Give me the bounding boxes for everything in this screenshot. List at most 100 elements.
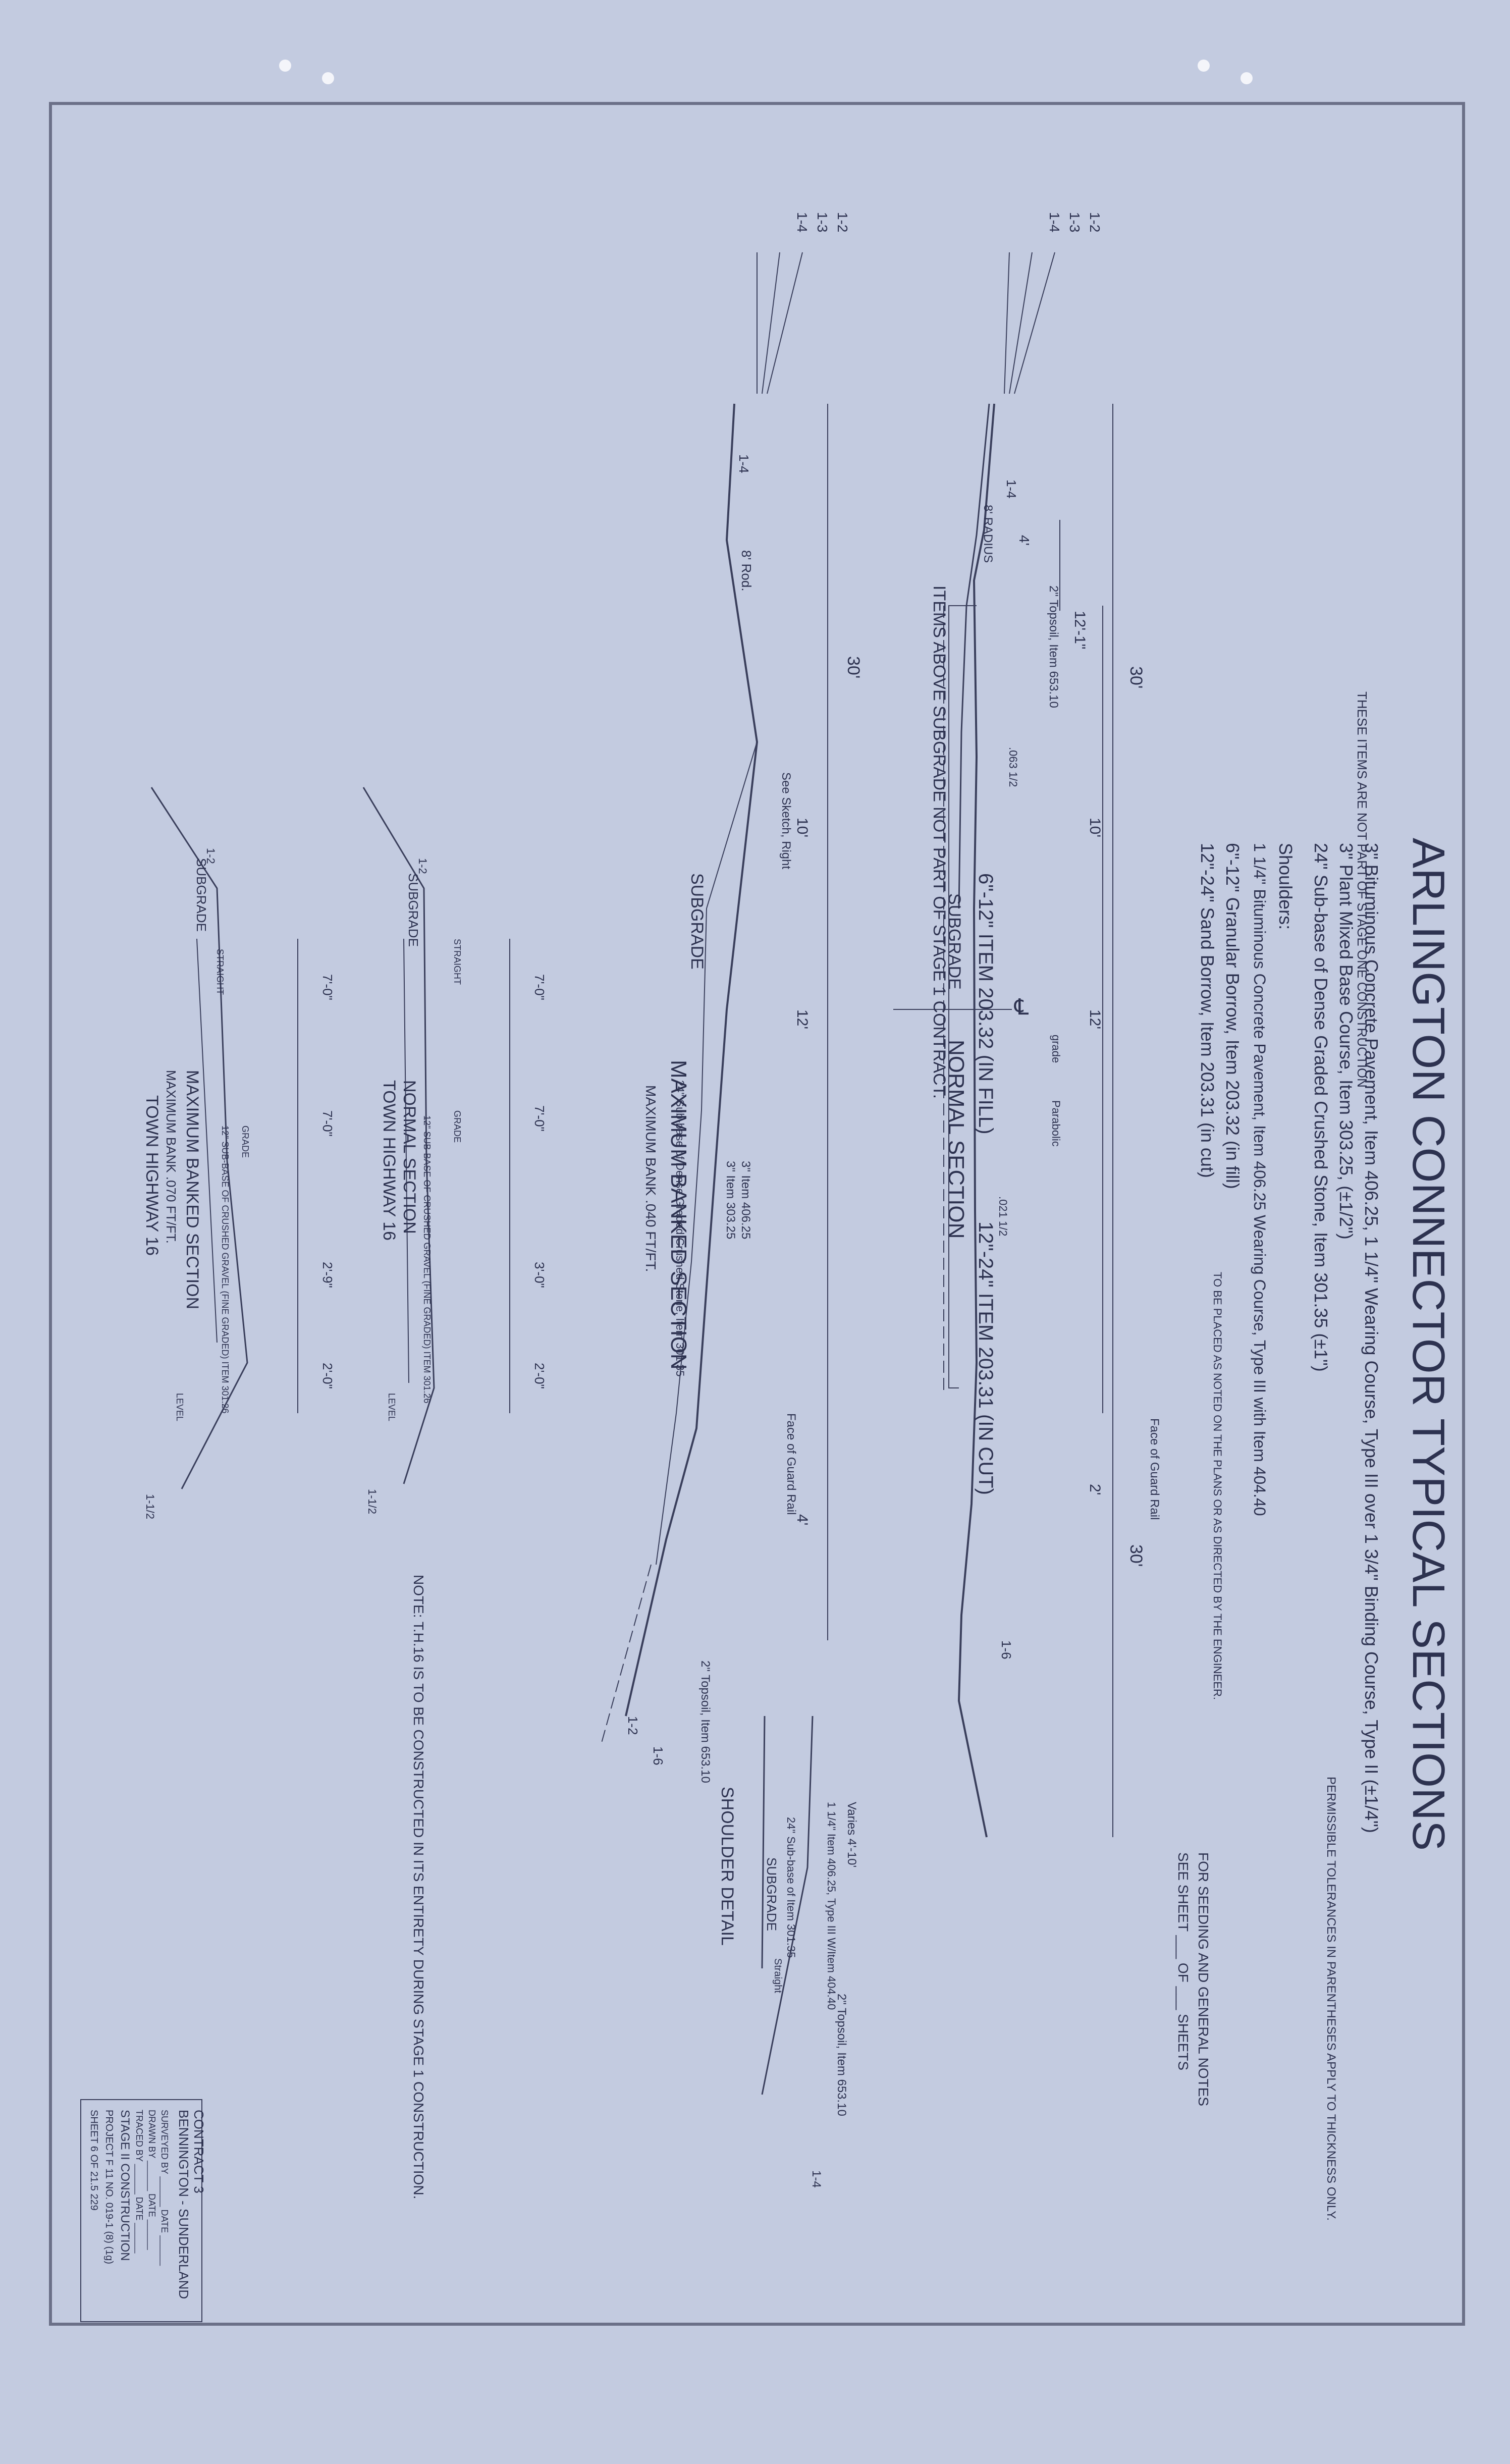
normal-slope-16: 1-6 (999, 1640, 1014, 1659)
normal-crown: .021 1/2 (997, 1196, 1009, 1237)
th-banked-surface (150, 787, 248, 1489)
title-block-project-name: BENNINGTON - SUNDERLAND (176, 2110, 191, 2299)
th-banked-dim-7b: 7'-0" (320, 1110, 335, 1137)
banked-section-drawing: MAXIMUM BANKED SECTION MAXIMUM BANK .040… (600, 403, 863, 1783)
shoulder-detail-item: 1 1/4" Item 406.25, Type III W/Item 404.… (825, 1802, 838, 2010)
item-line-3: 24" Sub-base of Dense Graded Crushed Sto… (1311, 843, 1331, 1372)
th-normal-dim-7b: 7'-0" (532, 1105, 547, 1132)
th-normal-drawing: NORMAL SECTION TOWN HIGHWAY 16 SUBGRADE … (362, 787, 547, 1514)
th-banked-subtitle2: TOWN HIGHWAY 16 (142, 1095, 161, 1256)
legend-bottom-line (767, 252, 803, 394)
banked-surface-line (625, 403, 759, 1717)
normal-shoulder-slope: .063 1/2 (1007, 747, 1019, 787)
seeding-note-line1: FOR SEEDING AND GENERAL NOTES (1196, 1852, 1211, 2106)
normal-radius: 8' RADIUS (981, 505, 995, 563)
legend-bottom-1: 1-2 (835, 212, 850, 232)
banked-item1: 3" Item 406.25 (739, 1161, 752, 1239)
normal-dim-12-1: 12'-1" (1071, 611, 1088, 649)
title-block-drawn: DRAWN BY ______ DATE ______ (146, 2110, 157, 2251)
not-part-note: THESE ITEMS ARE NOT PART OF STAGE ONE CO… (1355, 691, 1370, 1088)
title-block-notes: ARLINGTON CONNECTOR TYPICAL SECTIONS 3" … (1197, 691, 1453, 2221)
title-block-traced: TRACED BY ______ DATE ______ (134, 2110, 144, 2254)
sheet-title: ARLINGTON CONNECTOR TYPICAL SECTIONS (1403, 838, 1453, 1851)
legend-top-line (1009, 252, 1033, 394)
shoulder-detail-subgrade-label: SUBGRADE (764, 1857, 779, 1931)
normal-section-title: NORMAL SECTION (944, 1040, 968, 1239)
th-banked-level: LEVEL (175, 1393, 185, 1421)
th-banked-drawing: MAXIMUM BANKED SECTION MAXIMUM BANK .070… (142, 787, 335, 1519)
title-block-box (80, 2099, 202, 2322)
th-normal-slope-12: 1-2 (416, 858, 429, 874)
sheet-border (49, 102, 1465, 2326)
th-normal-straight: STRAIGHT (452, 939, 462, 985)
normal-dim-2: 2' (1087, 1484, 1103, 1495)
th-banked-subbase-label: 12" SUB-BASE OF CRUSHED GRAVEL (FINE GRA… (220, 1126, 230, 1414)
legend-bottom-line (762, 252, 780, 394)
shoulder-detail-drawing: SHOULDER DETAIL Varies 4'-10' 1 1/4" Ite… (718, 1716, 858, 2188)
punch-hole (322, 72, 334, 84)
normal-topsoil: 2" Topsoil, Item 653.10 (1047, 585, 1060, 708)
banked-topsoil: 2" Topsoil, Item 653.10 (698, 1660, 712, 1783)
shoulder-detail-title: SHOULDER DETAIL (718, 1787, 737, 1946)
banked-section-subtitle: MAXIMUM BANK .040 FT/FT. (643, 1085, 659, 1272)
seeding-note-line2: SEE SHEET ___ OF ___ SHEETS (1175, 1852, 1191, 2070)
slope-legend-top: 1-2 1-3 1-4 (1004, 212, 1103, 394)
banked-guard-rail: Face of Guard Rail (784, 1413, 798, 1515)
banked-dim-12: 12' (794, 1009, 811, 1029)
th-normal-subbase-label: 12" SUB-BASE OF CRUSHED GRAVEL (FINE GRA… (422, 1115, 432, 1404)
normal-cl-symbol: ℄ (1014, 995, 1029, 1020)
shoulders-label: Shoulders: (1275, 843, 1296, 930)
title-block-contract: CONTRACT 3 (191, 2110, 206, 2193)
title-block-project: PROJECT F 11 NO. 019-1 (8) (1g) (103, 2110, 115, 2264)
item-line-1: 3" Bituminous Concrete Pavement, Item 40… (1361, 843, 1382, 1833)
normal-grade: grade (1050, 1035, 1062, 1063)
normal-guard-rail: Face of Guard Rail (1148, 1418, 1161, 1520)
tolerance-note: PERMISSIBLE TOLERANCES IN PARENTHESES AP… (1324, 1777, 1338, 2221)
normal-dim-30-left: 30' (1126, 666, 1146, 688)
banked-subgrade-label: SUBGRADE (687, 873, 707, 970)
normal-dim-12: 12' (1087, 1009, 1103, 1029)
th-banked-subbase (196, 938, 218, 1343)
th-banked-subtitle: MAXIMUM BANK .070 FT/FT. (164, 1070, 179, 1244)
normal-fill-item: 6"-12" ITEM 203.32 (IN FILL) (975, 873, 997, 1134)
th-normal-dim-7a: 7'-0" (532, 974, 547, 1000)
punch-hole (1198, 60, 1210, 72)
th-normal-subgrade: SUBGRADE (406, 873, 421, 947)
item-line-2: 3" Plant Mixed Base Course, Item 303.25,… (1336, 843, 1357, 1240)
th-banked-slope-12: 1-2 (204, 848, 217, 864)
banked-slope-14: 1-4 (736, 454, 751, 473)
normal-dim-4: 4' (1016, 535, 1032, 546)
th-normal-grade: GRADE (452, 1110, 462, 1143)
banked-item2: 3" Item 303.25 (724, 1161, 737, 1239)
legend-top-2: 1-3 (1067, 212, 1083, 232)
banked-subbase-line (656, 741, 758, 1565)
shoulder-line-3: 12"-24" Sand Borrow, Item 203.31 (in cut… (1197, 843, 1218, 1178)
th-banked-title: MAXIMUM BANKED SECTION (183, 1070, 202, 1309)
shoulder-detail-varies: Varies 4'-10' (845, 1802, 858, 1867)
legend-bottom-3: 1-4 (794, 212, 810, 232)
banked-dim-4: 4' (794, 1514, 811, 1525)
legend-bottom-2: 1-3 (815, 212, 830, 232)
title-block-sheet: SHEET 6 OF 21.5 229 (88, 2110, 99, 2211)
th-banked-straight: STRAIGHT (215, 949, 225, 995)
legend-top-line (1014, 252, 1055, 394)
normal-dim-30-right: 30' (1126, 1544, 1146, 1567)
shoulder-detail-straight: Straight (772, 1958, 783, 1993)
normal-parabolic: Parabolic (1050, 1100, 1062, 1147)
shoulder-detail-slope: 1-4 (810, 2170, 823, 2188)
th-normal-title: NORMAL SECTION (400, 1080, 419, 1234)
th-normal-subbase (403, 938, 409, 1383)
legend-top-1: 1-2 (1087, 212, 1103, 232)
legend-top-line (1004, 252, 1010, 394)
normal-dim-10: 10' (1087, 818, 1103, 837)
th-banked-dim-7a: 7'-0" (320, 974, 335, 1000)
th-banked-dim-29: 2'-9" (320, 1262, 335, 1288)
banked-slope-16: 1-6 (651, 1746, 666, 1765)
normal-surface-line (957, 403, 995, 1838)
seeding-note: FOR SEEDING AND GENERAL NOTES SEE SHEET … (1175, 1852, 1211, 2106)
th-banked-slope-112: 1-1/2 (144, 1494, 156, 1519)
shoulder-line-2: 6"-12" Granular Borrow, Item 203.32 (in … (1222, 843, 1243, 1189)
banked-section-title: MAXIMUM BANKED SECTION (666, 1060, 691, 1370)
